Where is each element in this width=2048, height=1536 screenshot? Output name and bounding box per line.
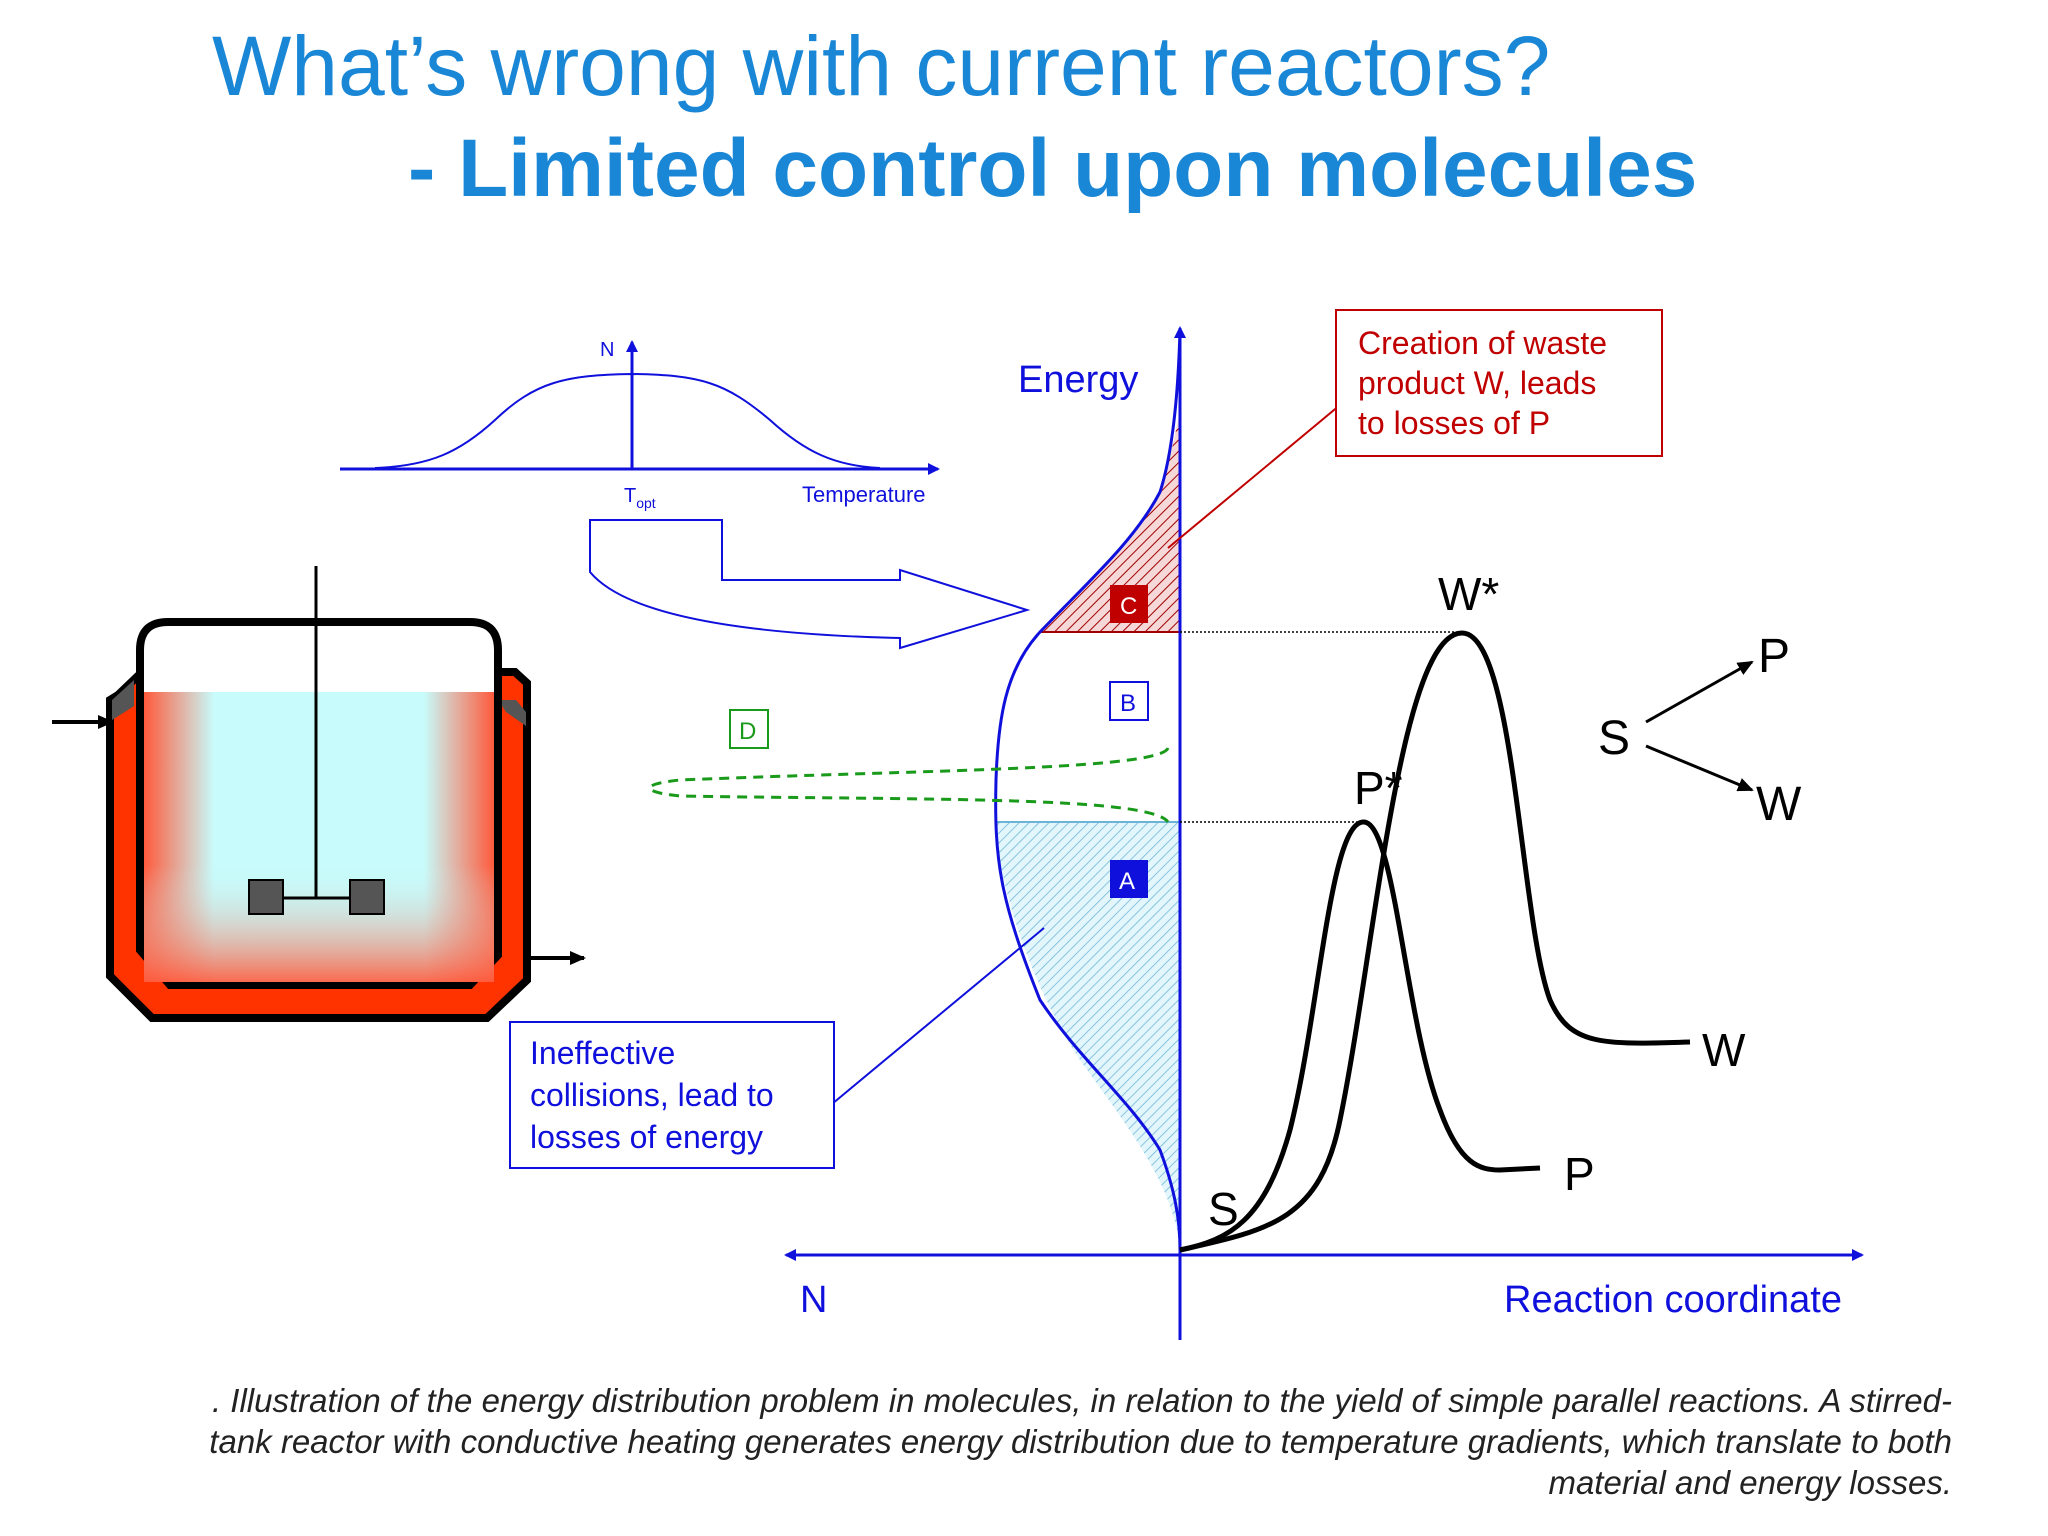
- ineffective-callout-pointer: [831, 927, 1045, 1105]
- scheme-p-label: P: [1758, 630, 1790, 683]
- waste-callout-line-1: Creation of waste: [1358, 325, 1607, 361]
- inset-x-label: Temperature: [802, 482, 926, 507]
- reactor-lid: [136, 618, 502, 692]
- scheme-s-label: S: [1598, 712, 1630, 765]
- inset-y-label: N: [600, 339, 614, 361]
- title-line-2: - Limited control upon molecules: [408, 123, 1698, 214]
- stirrer-blade-right: [349, 879, 385, 915]
- waste-callout-box: [1335, 309, 1663, 457]
- region-c-hatch: [1040, 410, 1180, 632]
- region-c-badge: [1110, 585, 1148, 623]
- inset-topt-label: Topt: [624, 485, 656, 511]
- title-line-1: What’s wrong with current reactors?: [212, 19, 1551, 113]
- temperature-inset-chart: N Topt Temperature: [340, 339, 940, 511]
- scheme-w-label: W: [1756, 778, 1802, 831]
- ineffective-callout-line-2: collisions, lead to: [530, 1077, 774, 1113]
- region-a-badge: [1110, 860, 1148, 898]
- figure-caption: . Illustration of the energy distributio…: [209, 1382, 1952, 1501]
- p-product-label: P: [1564, 1148, 1595, 1200]
- waste-callout-pointer: [1167, 404, 1341, 549]
- region-c-label: C: [1120, 593, 1137, 620]
- reaction-coordinate-label: Reaction coordinate: [1504, 1279, 1842, 1321]
- path-to-w-curve: [1179, 630, 1691, 1253]
- reactor-liquid-bottom-heat: [144, 690, 494, 982]
- waste-callout: Creation of waste product W, leads to lo…: [1167, 309, 1663, 549]
- stirrer-blade-left: [248, 879, 284, 915]
- reactor-vessel: [52, 566, 586, 1022]
- scheme-arrow-to-w: [1645, 744, 1754, 792]
- path-to-p-curve: [1179, 819, 1541, 1253]
- region-d-dashed-curve: [648, 747, 1170, 824]
- ineffective-callout: Ineffective collisions, lead to losses o…: [509, 927, 1045, 1169]
- n-axis-label: N: [800, 1279, 827, 1321]
- p-star-label: P*: [1354, 762, 1403, 814]
- inset-distribution-curve: [374, 372, 881, 469]
- reactor-jacket-top-left: [112, 680, 134, 720]
- energy-axis-label: Energy: [1018, 359, 1138, 401]
- waste-callout-line-3: to losses of P: [1358, 405, 1550, 441]
- region-a-label: A: [1119, 868, 1135, 895]
- reactor-jacket-top-right: [498, 700, 526, 726]
- reaction-scheme: S P W: [1598, 630, 1802, 831]
- region-d-badge: [729, 709, 769, 749]
- region-b-badge: [1109, 681, 1149, 721]
- region-b-label: B: [1120, 690, 1136, 717]
- ineffective-callout-line-1: Ineffective: [530, 1035, 675, 1071]
- energy-distribution: [648, 329, 1182, 1251]
- region-a-hatch: [995, 822, 1180, 1245]
- s-label: S: [1208, 1183, 1239, 1235]
- energy-distribution-curve: [994, 329, 1182, 1251]
- w-star-label: W*: [1438, 568, 1499, 620]
- scheme-arrow-to-p: [1645, 660, 1754, 724]
- reactor-inner-wall: [136, 690, 502, 989]
- ineffective-callout-line-3: losses of energy: [530, 1119, 763, 1155]
- transfer-arrow: [589, 519, 1031, 650]
- region-d-label: D: [739, 718, 756, 745]
- ineffective-callout-box: [509, 1021, 835, 1169]
- w-product-label: W: [1702, 1024, 1746, 1076]
- waste-callout-line-2: product W, leads: [1358, 365, 1596, 401]
